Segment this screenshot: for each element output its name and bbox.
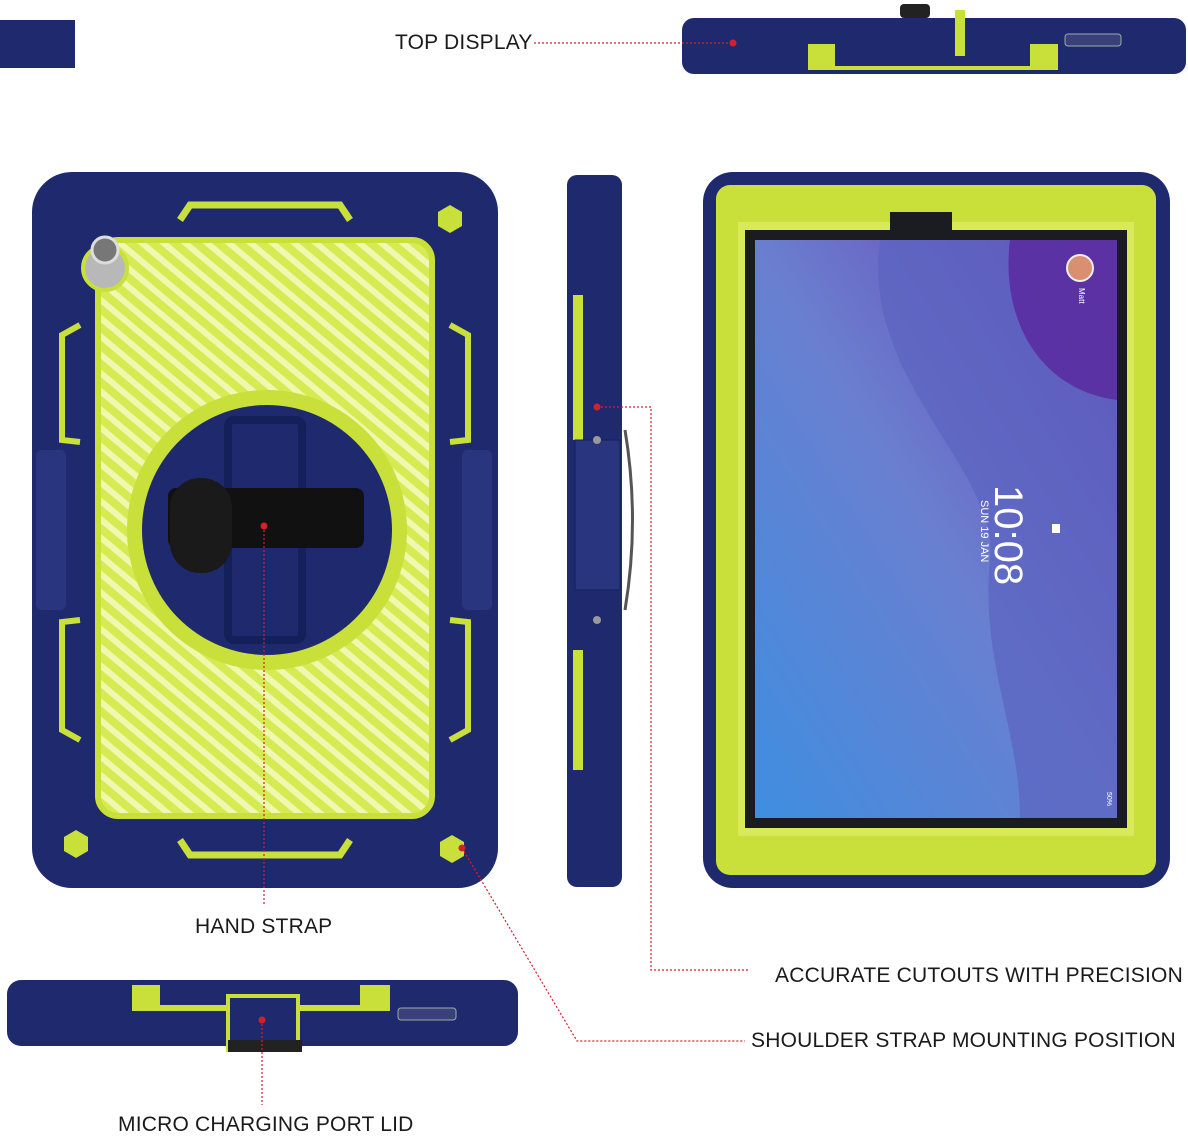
pointer-lines <box>261 42 748 1105</box>
label-micro-port: MICRO CHARGING PORT LID <box>118 1113 414 1136</box>
bottom-view-case <box>7 980 518 1052</box>
lock-icon <box>1052 524 1060 533</box>
user-avatar <box>1066 254 1094 282</box>
back-view-case <box>32 172 498 888</box>
color-swatch <box>0 20 75 68</box>
side-view-case <box>567 175 634 887</box>
lockscreen-date: SUN 19 JAN <box>978 500 990 563</box>
battery-level: 50% <box>1105 792 1112 807</box>
label-hand-strap: HAND STRAP <box>195 915 333 938</box>
label-accurate-cutouts: ACCURATE CUTOUTS WITH PRECISION <box>775 964 1183 987</box>
pointer-dots <box>258 39 737 1024</box>
lockscreen-time: 10:08 <box>986 485 1030 586</box>
label-shoulder-strap: SHOULDER STRAP MOUNTING POSITION <box>751 1029 1176 1052</box>
front-view-case <box>703 172 1170 888</box>
top-view-case <box>682 4 1186 74</box>
label-top-display: TOP DISPLAY <box>395 31 533 54</box>
user-name: Matt <box>1077 288 1086 304</box>
